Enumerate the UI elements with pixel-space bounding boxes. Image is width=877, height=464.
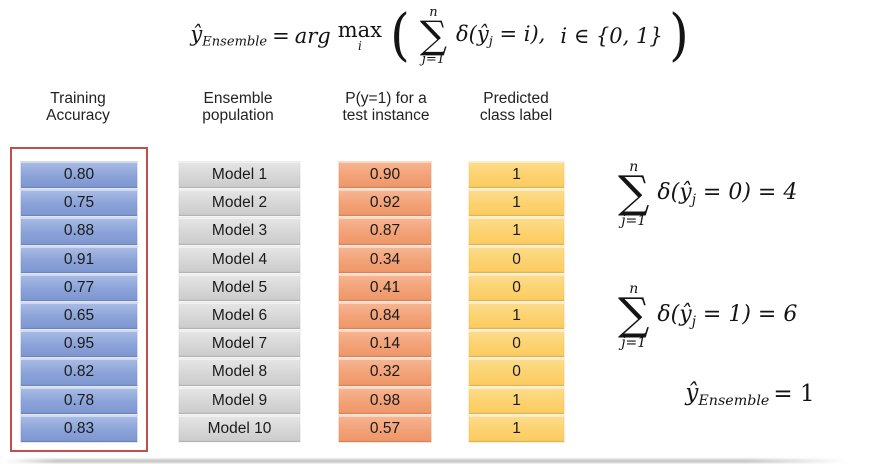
close-paren: ): [668, 3, 689, 69]
yhat-symbol: ŷEnsemble: [685, 380, 770, 409]
delta-expression: δ(ŷj = 1) = 6: [657, 302, 798, 330]
column-ensemble-population: Model 1 Model 2 Model 3 Model 4 Model 5 …: [178, 161, 301, 443]
class-label-cell: 0: [468, 273, 565, 302]
header-predicted-class: Predicted class label: [479, 90, 553, 124]
model-cell: Model 7: [178, 330, 301, 359]
column-test-probability: 0.90 0.92 0.87 0.34 0.41 0.84 0.14 0.32 …: [338, 161, 432, 443]
count-zero-equation: n ∑ j=1 δ(ŷj = 0) = 4: [614, 160, 870, 228]
training-accuracy-highlight-frame: [10, 147, 148, 452]
bottom-shadow: [6, 459, 847, 463]
class-label-cell: 1: [468, 301, 565, 331]
model-cell: Model 2: [178, 189, 301, 218]
class-label-cell: 1: [468, 189, 565, 218]
model-cell: Model 1: [178, 161, 301, 190]
model-cell: Model 6: [178, 301, 301, 331]
probability-cell: 0.14: [338, 330, 432, 359]
summation-symbol: n ∑ j=1: [618, 281, 650, 351]
model-cell: Model 10: [178, 414, 301, 443]
model-cell: Model 5: [178, 273, 301, 302]
probability-cell: 0.87: [338, 217, 432, 246]
ensemble-result-equation: ŷEnsemble = 1: [640, 380, 860, 409]
model-cell: Model 9: [178, 386, 301, 415]
yhat-symbol: ŷEnsemble: [190, 22, 268, 50]
header-ensemble-population: Ensemble population: [202, 90, 274, 124]
max-operator: max i: [337, 18, 383, 53]
column-training-accuracy: 0.80 0.75 0.88 0.91 0.77 0.65 0.95 0.82 …: [20, 161, 138, 443]
class-label-cell: 0: [468, 330, 565, 359]
training-accuracy-cell: 0.65: [20, 301, 138, 331]
open-paren: (: [390, 3, 410, 69]
class-label-cell: 1: [468, 386, 565, 415]
equals-sign: =: [272, 24, 290, 48]
model-cell: Model 8: [178, 358, 301, 387]
summation-symbol: n ∑ j=1: [618, 159, 650, 229]
training-accuracy-cell: 0.91: [20, 245, 138, 274]
training-accuracy-cell: 0.82: [20, 358, 138, 387]
class-label-cell: 1: [468, 217, 565, 246]
model-cell: Model 4: [178, 245, 301, 274]
delta-expression: δ(ŷj = 0) = 4: [657, 180, 798, 208]
probability-cell: 0.90: [338, 161, 432, 190]
domain-constraint: i ∈ {0, 1}: [560, 24, 663, 48]
training-accuracy-cell: 0.95: [20, 330, 138, 359]
probability-cell: 0.34: [338, 245, 432, 274]
count-one-equation: n ∑ j=1 δ(ŷj = 1) = 6: [614, 282, 870, 350]
class-label-cell: 0: [468, 358, 565, 387]
probability-cell: 0.41: [338, 273, 432, 302]
ensemble-argmax-equation: ŷEnsemble = arg max i ( n ∑ j=1 δ(ŷj = i…: [110, 0, 770, 72]
probability-cell: 0.84: [338, 301, 432, 331]
training-accuracy-cell: 0.75: [20, 189, 138, 218]
probability-cell: 0.92: [338, 189, 432, 218]
probability-cell: 0.57: [338, 414, 432, 443]
training-accuracy-cell: 0.88: [20, 217, 138, 246]
training-accuracy-cell: 0.83: [20, 414, 138, 443]
summation-symbol: n ∑ j=1: [419, 4, 448, 68]
class-label-cell: 1: [468, 414, 565, 443]
probability-cell: 0.98: [338, 386, 432, 415]
class-label-cell: 0: [468, 245, 565, 274]
result-value: = 1: [773, 381, 815, 408]
delta-expression: δ(ŷj = i),: [456, 22, 546, 50]
training-accuracy-cell: 0.80: [20, 161, 138, 190]
training-accuracy-cell: 0.77: [20, 273, 138, 302]
training-accuracy-cell: 0.78: [20, 386, 138, 415]
model-cell: Model 3: [178, 217, 301, 246]
probability-cell: 0.32: [338, 358, 432, 387]
header-test-probability: P(y=1) for a test instance: [342, 90, 430, 124]
arg-text: arg: [294, 24, 331, 48]
class-label-cell: 1: [468, 161, 565, 190]
header-training-accuracy: Training Accuracy: [46, 90, 110, 124]
column-predicted-class: 1 1 1 0 0 1 0 0 1 1: [468, 161, 565, 443]
